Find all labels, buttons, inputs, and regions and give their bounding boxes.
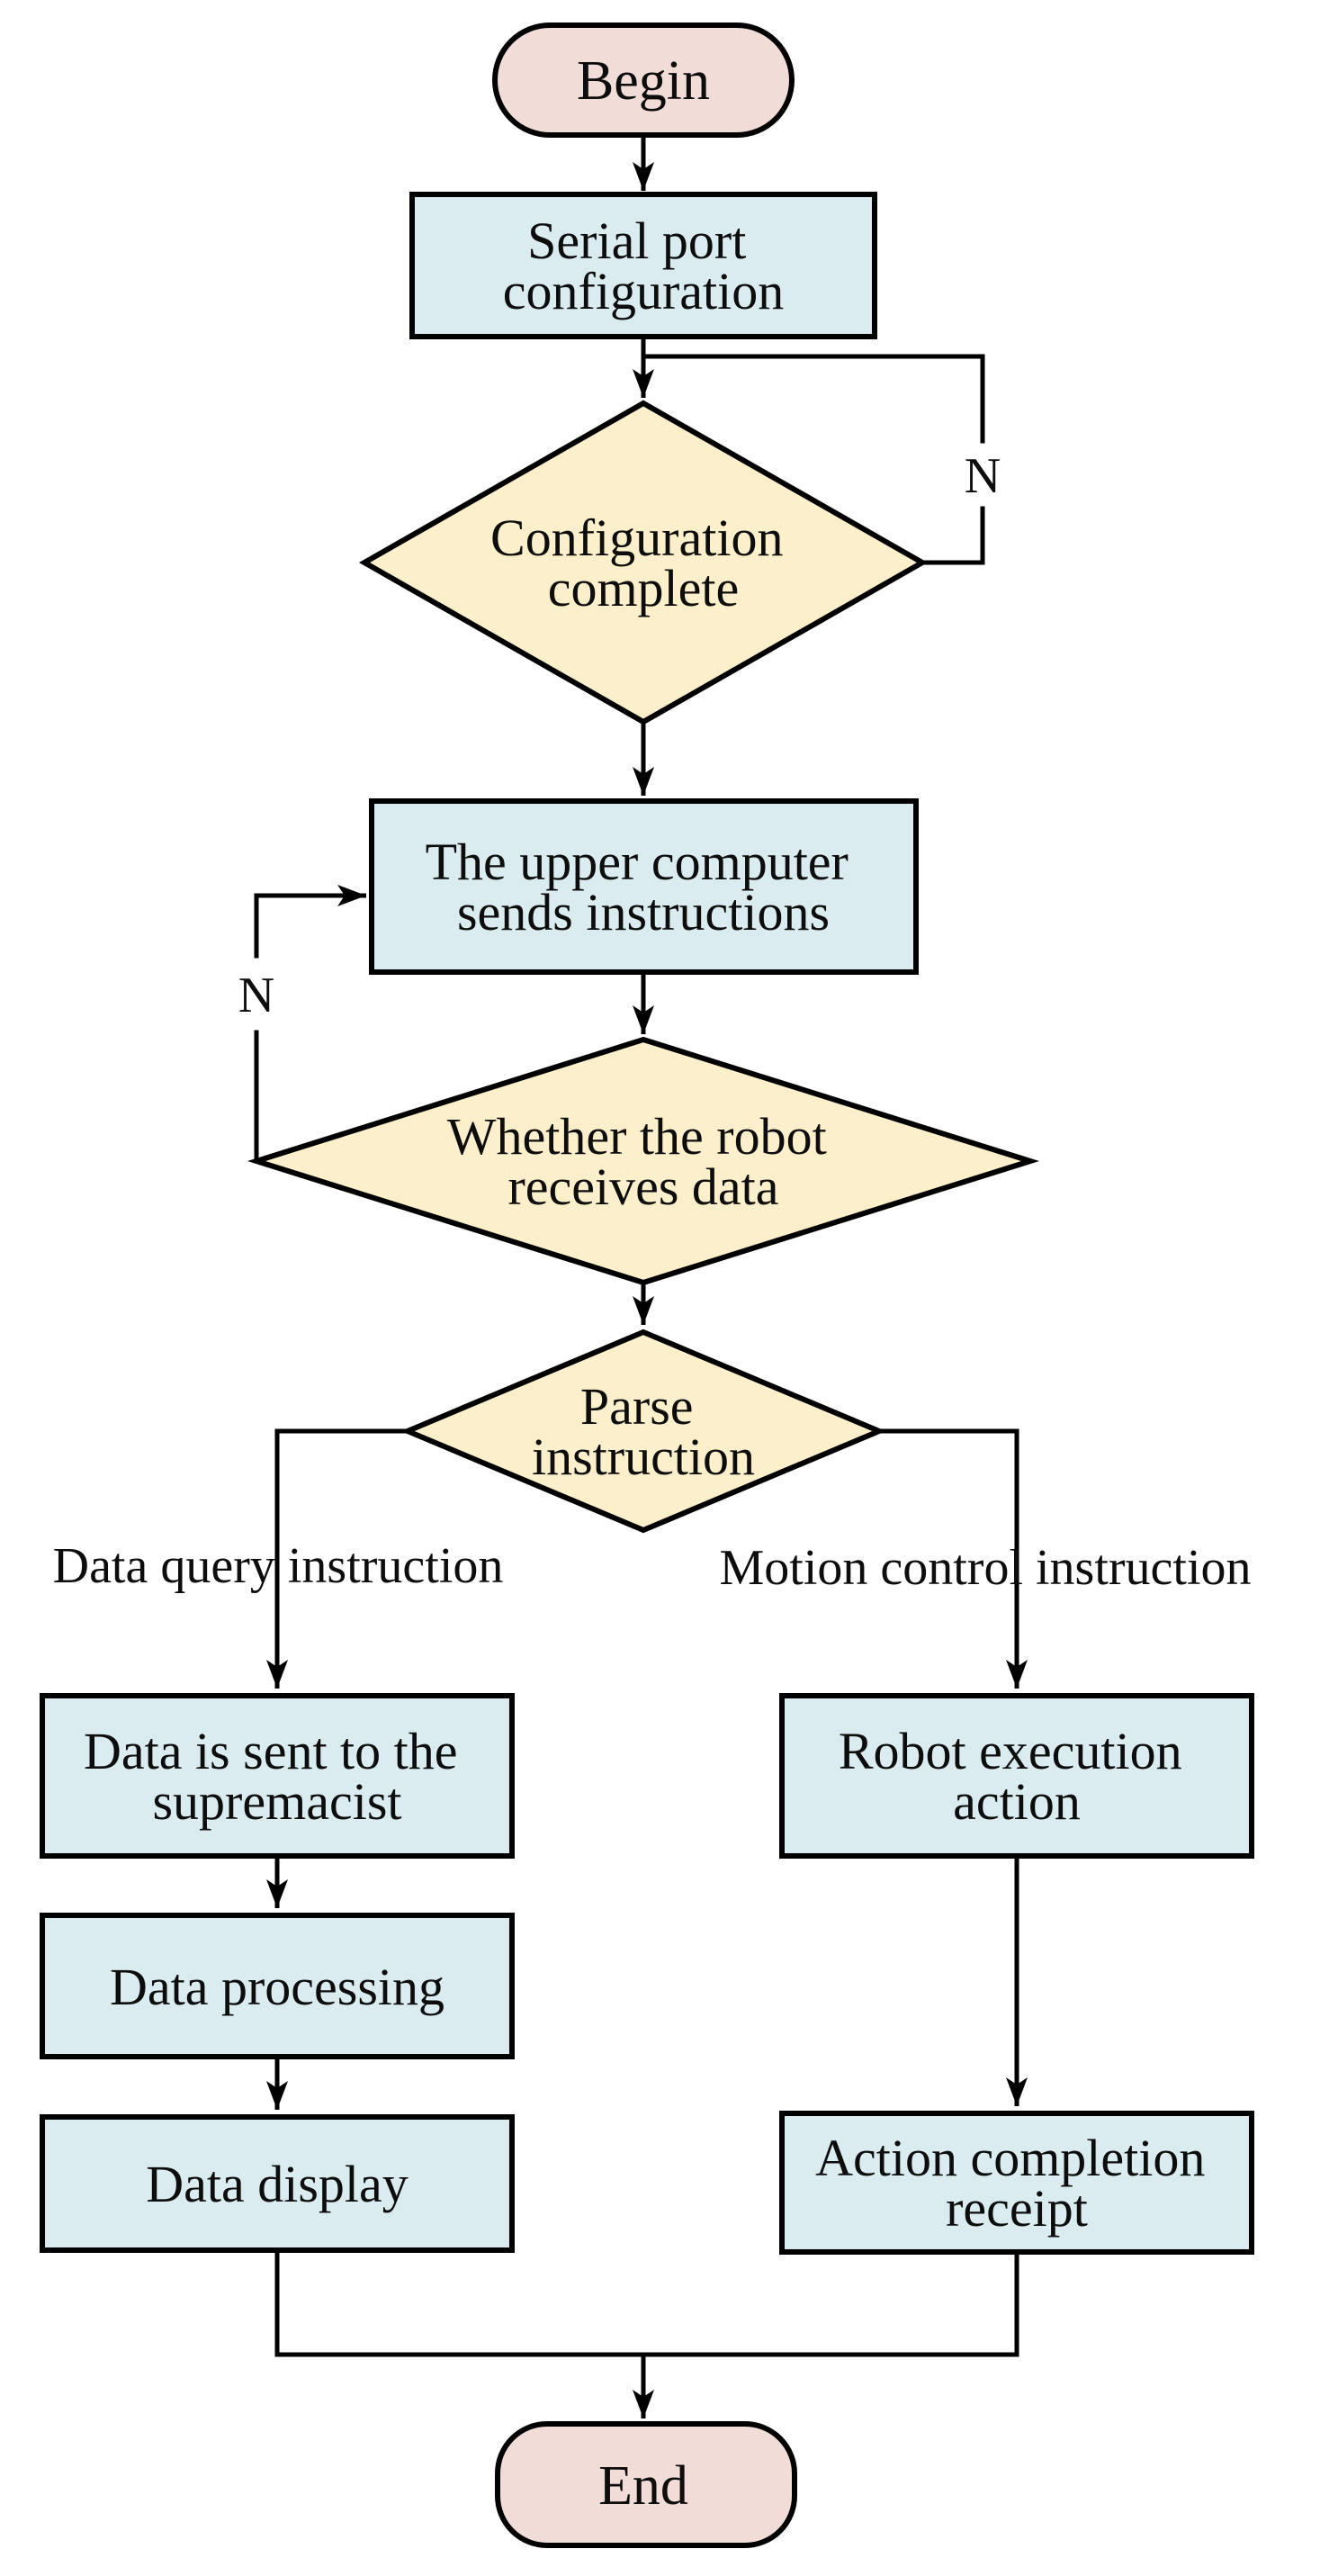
- end-label: End: [598, 2455, 688, 2517]
- config-complete-line1: Configuration: [490, 509, 783, 567]
- serial-config-line1: Serial port: [527, 212, 746, 270]
- upper-computer-line2: sends instructions: [457, 883, 830, 941]
- serial-config-process: [409, 192, 877, 339]
- upper-computer-label: The upper computer sends instructions: [426, 833, 862, 941]
- action-receipt-label: Action completion receipt: [815, 2129, 1218, 2238]
- data-sent-label: Data is sent to the supremacist: [84, 1722, 471, 1831]
- parse-instruction-label: Parse instruction: [532, 1377, 755, 1486]
- config-no-label: N: [965, 448, 1001, 504]
- receives-no-label: N: [238, 968, 274, 1023]
- end-terminal: [495, 2421, 797, 2548]
- action-receipt-line2: receipt: [946, 2179, 1088, 2238]
- data-query-branch-label: Data query instruction: [53, 1538, 504, 1594]
- parse-instruction-line1: Parse: [580, 1377, 694, 1436]
- receives-data-label: Whether the robot receives data: [447, 1107, 840, 1216]
- data-processing-process: [40, 1913, 515, 2059]
- edge-converge: [274, 2247, 1019, 2357]
- parse-instruction-decision: [400, 1329, 886, 1534]
- robot-execution-line2: action: [953, 1772, 1081, 1831]
- data-display-process: [40, 2114, 515, 2253]
- begin-terminal: [492, 23, 795, 138]
- robot-execution-label: Robot execution action: [839, 1722, 1195, 1831]
- data-display-label: Data display: [146, 2155, 409, 2213]
- action-receipt-process: [779, 2111, 1254, 2255]
- receives-data-decision: [247, 1036, 1040, 1286]
- receives-data-line2: receives data: [507, 1157, 778, 1216]
- config-complete-decision: [358, 400, 929, 725]
- receives-data-line1: Whether the robot: [447, 1107, 827, 1166]
- data-sent-line2: supremacist: [152, 1772, 401, 1831]
- action-receipt-line1: Action completion: [815, 2129, 1205, 2187]
- begin-label: Begin: [577, 50, 710, 112]
- serial-config-label: Serial port configuration: [503, 212, 784, 320]
- data-sent-process: [40, 1693, 515, 1859]
- config-complete-line2: complete: [548, 559, 740, 617]
- config-complete-label: Configuration complete: [490, 509, 796, 617]
- data-sent-line1: Data is sent to the: [84, 1722, 458, 1780]
- upper-computer-line1: The upper computer: [426, 833, 849, 891]
- motion-control-branch-label: Motion control instruction: [719, 1540, 1251, 1596]
- data-processing-label: Data processing: [110, 1958, 445, 2016]
- robot-execution-process: [779, 1693, 1254, 1859]
- robot-execution-line1: Robot execution: [839, 1722, 1182, 1780]
- edge-config-no-loop: [641, 354, 985, 565]
- parse-instruction-line2: instruction: [532, 1428, 755, 1486]
- serial-config-line2: configuration: [503, 262, 784, 320]
- upper-computer-process: [369, 798, 919, 975]
